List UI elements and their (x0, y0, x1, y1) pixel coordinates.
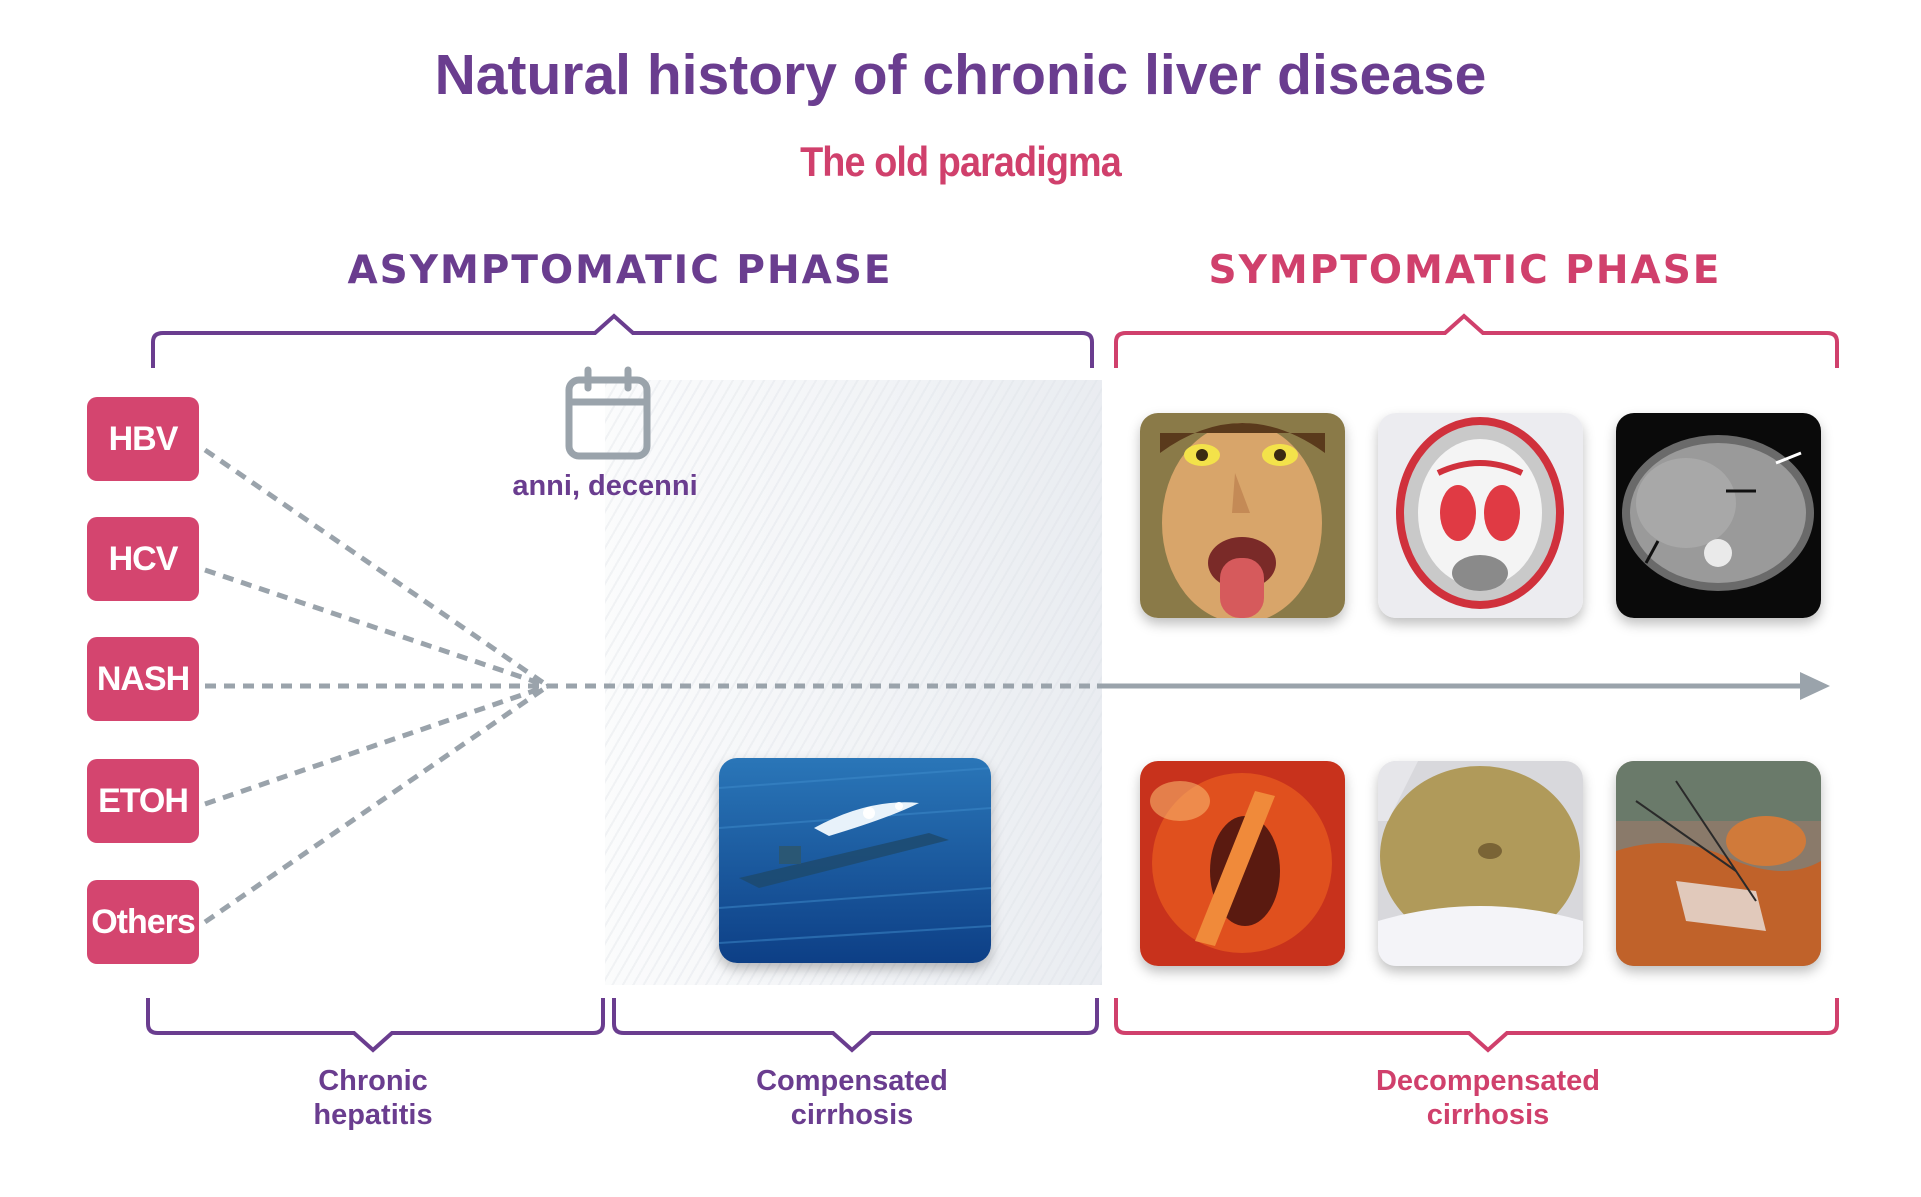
jaundice-photo (1140, 413, 1345, 618)
ascites-abdomen-photo (1378, 761, 1583, 966)
symptomatic-bracket (1114, 313, 1839, 368)
duration-label: anni, decenni (512, 470, 698, 502)
cause-box-others: Others (87, 880, 199, 964)
hbv-line (203, 447, 550, 689)
symptomatic-phase-label: SYMPTOMATIC PHASE (1208, 248, 1722, 293)
cause-box-hbv: HBV (87, 397, 199, 481)
diagram-title: Natural history of chronic liver disease (434, 43, 1487, 107)
decompensated-cirrhosis-label: Decompensated cirrhosis (1375, 1065, 1600, 1131)
submarine-photo (719, 758, 991, 963)
asymptomatic-phase-label: ASYMPTOMATIC PHASE (347, 248, 893, 293)
compensated-cirrhosis-label: Compensated cirrhosis (756, 1065, 948, 1131)
varices-endoscopy-photo (1140, 761, 1345, 966)
cause-lines (203, 447, 1097, 925)
hcv-line (204, 567, 549, 689)
chronic-hepatitis-label: Chronic hepatitis (313, 1065, 433, 1131)
calendar-icon (565, 366, 651, 460)
chronic-hepatitis-bracket (146, 998, 605, 1053)
brain-scan-image (1378, 413, 1583, 618)
cause-box-nash: NASH (87, 637, 199, 721)
compensated-bracket (612, 998, 1099, 1053)
intensive-care-photo (1616, 761, 1821, 966)
timeline-arrow-head (1800, 672, 1830, 700)
diagram-subtitle: The old paradigma (800, 138, 1122, 185)
liver-ct-scan (1616, 413, 1821, 618)
others-line (203, 683, 550, 925)
cause-box-etoh: ETOH (87, 759, 199, 843)
asymptomatic-bracket (151, 313, 1094, 368)
cause-box-hcv: HCV (87, 517, 199, 601)
decompensated-bracket (1114, 998, 1839, 1053)
etoh-line (204, 683, 549, 807)
